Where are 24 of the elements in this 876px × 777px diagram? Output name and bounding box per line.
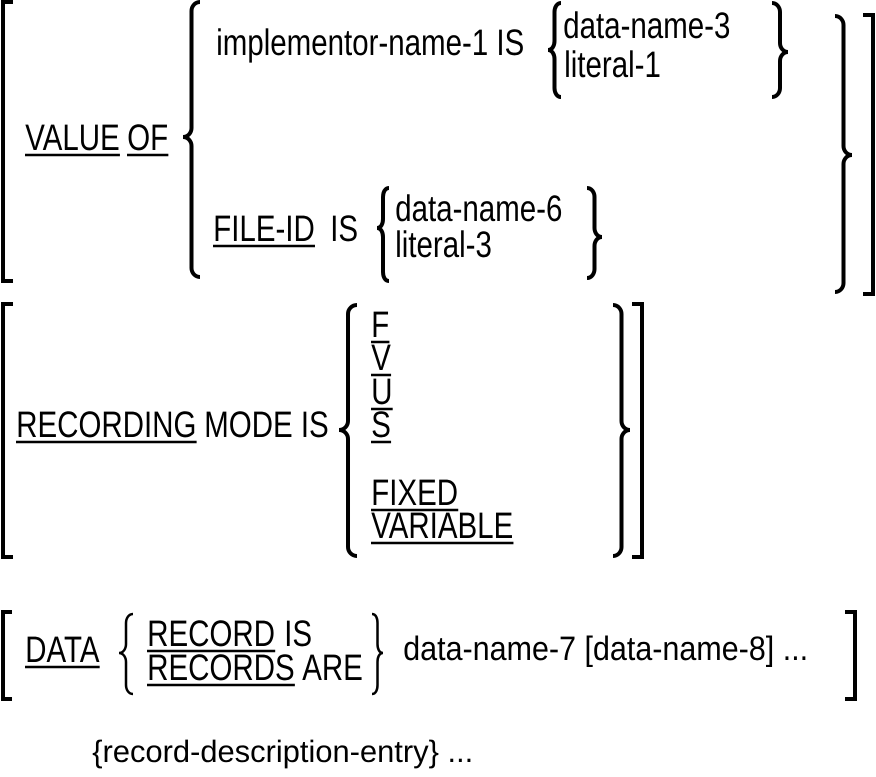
underlined-keyword: FILE-ID (213, 216, 315, 248)
syntax-text: implementor-name-1 IS (218, 28, 523, 63)
underlined-keyword: OF (127, 124, 168, 156)
syntax-text: data-name-7 [data-name-8] ... (404, 635, 806, 668)
syntax-text: IS (332, 215, 357, 242)
underlined-keyword: U (371, 378, 393, 410)
syntax-text: data-name-6 (396, 194, 562, 222)
syntax-text: IS (286, 620, 311, 646)
underlined-keyword: F (371, 312, 390, 344)
underlined-keyword: DATA (25, 636, 100, 668)
syntax-text: literal-3 (397, 230, 491, 258)
underlined-keyword: S (371, 411, 392, 444)
underlined-keyword: RECORDS (147, 654, 295, 686)
syntax-text: data-name-3 (564, 11, 730, 38)
underlined-keyword: RECORDING (16, 411, 197, 444)
underlined-keyword: RECORD (147, 620, 276, 652)
syntax-text: {record-description-entry} ... (92, 740, 470, 768)
underlined-keyword: VALUE (25, 124, 120, 156)
underlined-keyword: VARIABLE (371, 512, 514, 544)
syntax-text: ARE (302, 654, 362, 680)
syntax-text: literal-1 (566, 50, 660, 78)
underlined-keyword: FIXED (371, 480, 458, 512)
underlined-keyword: V (371, 344, 392, 376)
syntax-text: MODE IS (206, 411, 328, 438)
